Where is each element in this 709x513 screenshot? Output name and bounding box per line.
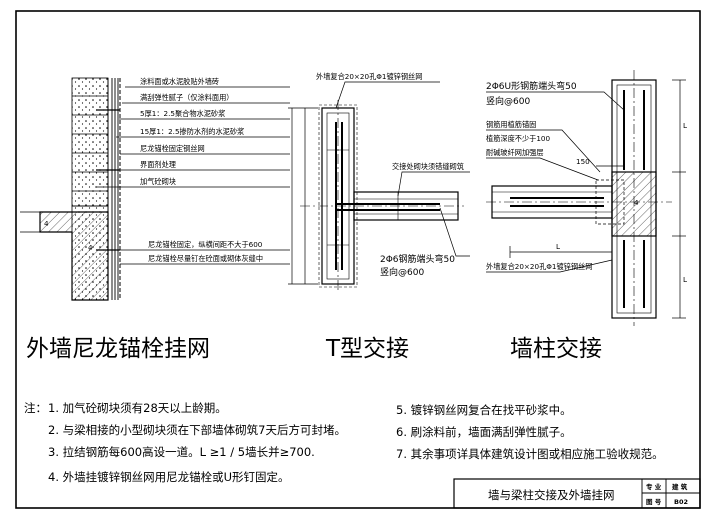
title-block-c3: 图 号 [646, 497, 662, 506]
wall-column-detail: 4 L L [486, 70, 687, 362]
col-implant-label: 钢筋用植筋锚固 [486, 120, 536, 129]
title-block-title: 墙与梁柱交接及外墙挂网 [488, 488, 615, 502]
note-3: 3. 拉结钢筋每600高设一道。L ≥1 / 5墙长并≥700. [48, 445, 315, 459]
layer-label-4: 15厚1：2.5掺防水剂的水泥砂浆 [140, 127, 244, 136]
col-mesh-label: 外墙复合20×20孔Φ1镀锌钢丝网 [486, 262, 592, 271]
note-6: 6. 刷涂料前，墙面满刮弹性腻子。 [396, 425, 572, 439]
note-7: 7. 其余事项详具体建筑设计图或相应施工验收规范。 [396, 447, 664, 461]
title-wall-column: 墙柱交接 [510, 336, 602, 362]
note-5: 5. 镀锌钢丝网复合在找平砂浆中。 [396, 403, 572, 417]
t-joint-detail: 外墙复合20×20孔Φ1镀锌钢丝网 交接处砌块须错缝砌筑 2Φ6钢筋端头弯50 … [288, 72, 470, 362]
title-block-c2: 建 筑 [671, 482, 688, 491]
t-brick-label: 交接处砌块须错缝砌筑 [392, 162, 464, 171]
sheet-border [15, 10, 701, 509]
layer-label-3: 5厚1：2.5聚合物水泥砂浆 [140, 109, 225, 118]
notes: 注： 1. 加气砼砌块须有28天以上龄期。 2. 与梁相接的小型砌块须在下部墙体… [24, 401, 664, 484]
layer-label-5: 尼龙锚栓固定钢丝网 [140, 144, 205, 153]
title-wall-mesh: 外墙尼龙锚栓挂网 [26, 336, 210, 362]
layer-label-6: 界面剂处理 [140, 160, 176, 169]
title-block-c4: B02 [674, 498, 688, 506]
title-block-c1: 专 业 [646, 482, 662, 491]
col-spacing-label: 竖向@600 [486, 95, 530, 107]
layer-label-2: 满刮弹性腻子（仅涂料面用） [140, 93, 233, 102]
svg-text:4: 4 [634, 198, 639, 207]
anchor-note-1: 尼龙锚栓固定，纵横间距不大于600 [148, 240, 263, 249]
col-depth-label: 植筋深度不少于100 [486, 134, 550, 143]
note-4: 4. 外墙挂镀锌钢丝网用尼龙锚栓或U形钉固定。 [48, 470, 290, 484]
layer-label-7: 加气砼砌块 [140, 177, 176, 186]
notes-prefix: 注： [24, 401, 47, 415]
svg-text:L: L [683, 275, 687, 284]
col-fiber-label: 耐碱玻纤网加强层 [486, 148, 544, 157]
svg-text:4: 4 [44, 219, 49, 228]
wall-mesh-detail: 4 4 涂料面或水泥胶贴外墙砖 满刮弹性腻子（仅涂料面用） 5厚1：2.5聚合物… [20, 77, 290, 362]
dim-l: L [556, 242, 560, 251]
title-t-joint: T型交接 [325, 336, 409, 362]
title-block: 墙与梁柱交接及外墙挂网 专 业 建 筑 图 号 B02 [453, 478, 701, 509]
t-spacing-label: 竖向@600 [380, 266, 424, 278]
anchor-note-2: 尼龙锚栓尽量钉在砼面或砌体灰缝中 [148, 254, 263, 263]
svg-text:4: 4 [88, 243, 93, 252]
t-rebar-label: 2Φ6钢筋端头弯50 [380, 253, 455, 265]
t-mesh-label: 外墙复合20×20孔Φ1镀锌钢丝网 [316, 72, 422, 81]
layer-label-1: 涂料面或水泥胶贴外墙砖 [140, 77, 219, 86]
dim-150: 150 [576, 157, 590, 166]
svg-text:L: L [683, 121, 687, 130]
note-1: 1. 加气砼砌块须有28天以上龄期。 [48, 401, 227, 415]
note-2: 2. 与梁相接的小型砌块须在下部墙体砌筑7天后方可封堵。 [48, 423, 346, 437]
col-urebar-label: 2Φ6U形钢筋端头弯50 [486, 80, 577, 92]
concrete-beam [39, 211, 109, 301]
